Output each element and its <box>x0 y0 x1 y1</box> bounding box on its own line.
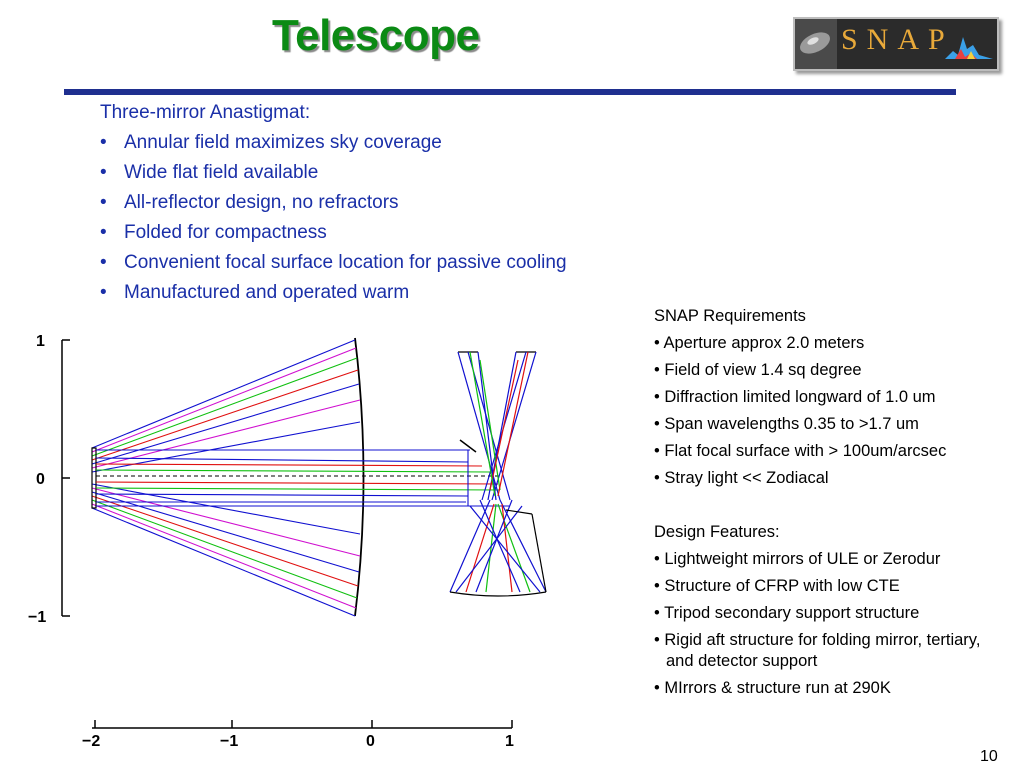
list-item: • Field of view 1.4 sq degree <box>654 361 862 379</box>
primary-mirror-icon <box>354 337 365 617</box>
bullet-text: Manufactured and operated warm <box>124 282 410 303</box>
bullet-icon: • <box>100 192 107 213</box>
list-item: • Diffraction limited longward of 1.0 um <box>654 388 936 406</box>
lower-ray-fan <box>91 483 361 617</box>
slide-title: Telescope <box>272 11 480 60</box>
list-item: • Manufactured and operated warm <box>100 278 567 308</box>
intro-section: Three-mirror Anastigmat: • Annular field … <box>100 98 567 308</box>
title-rule <box>64 89 956 95</box>
y-tick-label: −1 <box>28 609 46 626</box>
bullet-icon: • <box>100 162 107 183</box>
focal-ray-cone <box>449 351 547 597</box>
bullet-text: Wide flat field available <box>124 162 319 183</box>
diagram-axes <box>61 339 513 729</box>
snap-logo: SNAP <box>793 17 999 71</box>
list-item: • Convenient focal surface location for p… <box>100 248 567 278</box>
list-item: • All-reflector design, no refractors <box>100 188 567 218</box>
central-ray-bundle <box>95 439 510 507</box>
page-number: 10 <box>980 748 998 765</box>
intro-heading: Three-mirror Anastigmat: <box>100 102 311 123</box>
y-tick-label: 1 <box>36 333 45 350</box>
telescope-ray-diagram: 1 0 −1 −2 −1 0 1 <box>28 333 547 750</box>
axis-labels: 1 0 −1 −2 −1 0 1 <box>28 333 514 750</box>
bullet-text: Annular field maximizes sky coverage <box>124 132 442 153</box>
list-item: • Flat focal surface with > 100um/arcsec <box>654 442 947 460</box>
spacer <box>654 492 1004 519</box>
x-tick-label: −1 <box>220 733 238 750</box>
bullet-text: All-reflector design, no refractors <box>124 192 399 213</box>
list-item: • Tripod secondary support structure <box>654 604 920 622</box>
logo-text: SNAP <box>841 23 954 56</box>
list-item: • Wide flat field available <box>100 158 567 188</box>
upper-ray-fan <box>91 339 361 473</box>
bullet-icon: • <box>100 132 107 153</box>
list-item: • MIrrors & structure run at 290K <box>654 679 891 697</box>
secondary-mirror-icon <box>91 447 97 509</box>
list-item: • Stray light << Zodiacal <box>654 469 829 487</box>
bullet-icon: • <box>100 282 107 303</box>
list-item: • Structure of CFRP with low CTE <box>654 577 900 595</box>
requirements-panel: SNAP Requirements • Aperture approx 2.0 … <box>654 303 1004 702</box>
list-item: • Rigid aft structure for folding mirror… <box>654 631 981 670</box>
bullet-icon: • <box>100 222 107 243</box>
design-heading: Design Features: <box>654 523 780 541</box>
intro-bullet-list: • Annular field maximizes sky coverage • W… <box>100 128 567 308</box>
x-tick-label: −2 <box>82 733 100 750</box>
list-item: • Annular field maximizes sky coverage <box>100 128 567 158</box>
x-tick-label: 0 <box>366 733 375 750</box>
list-item: • Aperture approx 2.0 meters <box>654 334 865 352</box>
list-item: • Span wavelengths 0.35 to >1.7 um <box>654 415 919 433</box>
bullet-text: Folded for compactness <box>124 222 327 243</box>
bullet-text: Convenient focal surface location for pa… <box>124 252 567 273</box>
list-item: • Folded for compactness <box>100 218 567 248</box>
bullet-icon: • <box>100 252 107 273</box>
requirements-heading: SNAP Requirements <box>654 307 806 325</box>
y-tick-label: 0 <box>36 471 45 488</box>
list-item: • Lightweight mirrors of ULE or Zerodur <box>654 550 941 568</box>
logo-graphic-icon <box>795 19 993 69</box>
x-tick-label: 1 <box>505 733 514 750</box>
